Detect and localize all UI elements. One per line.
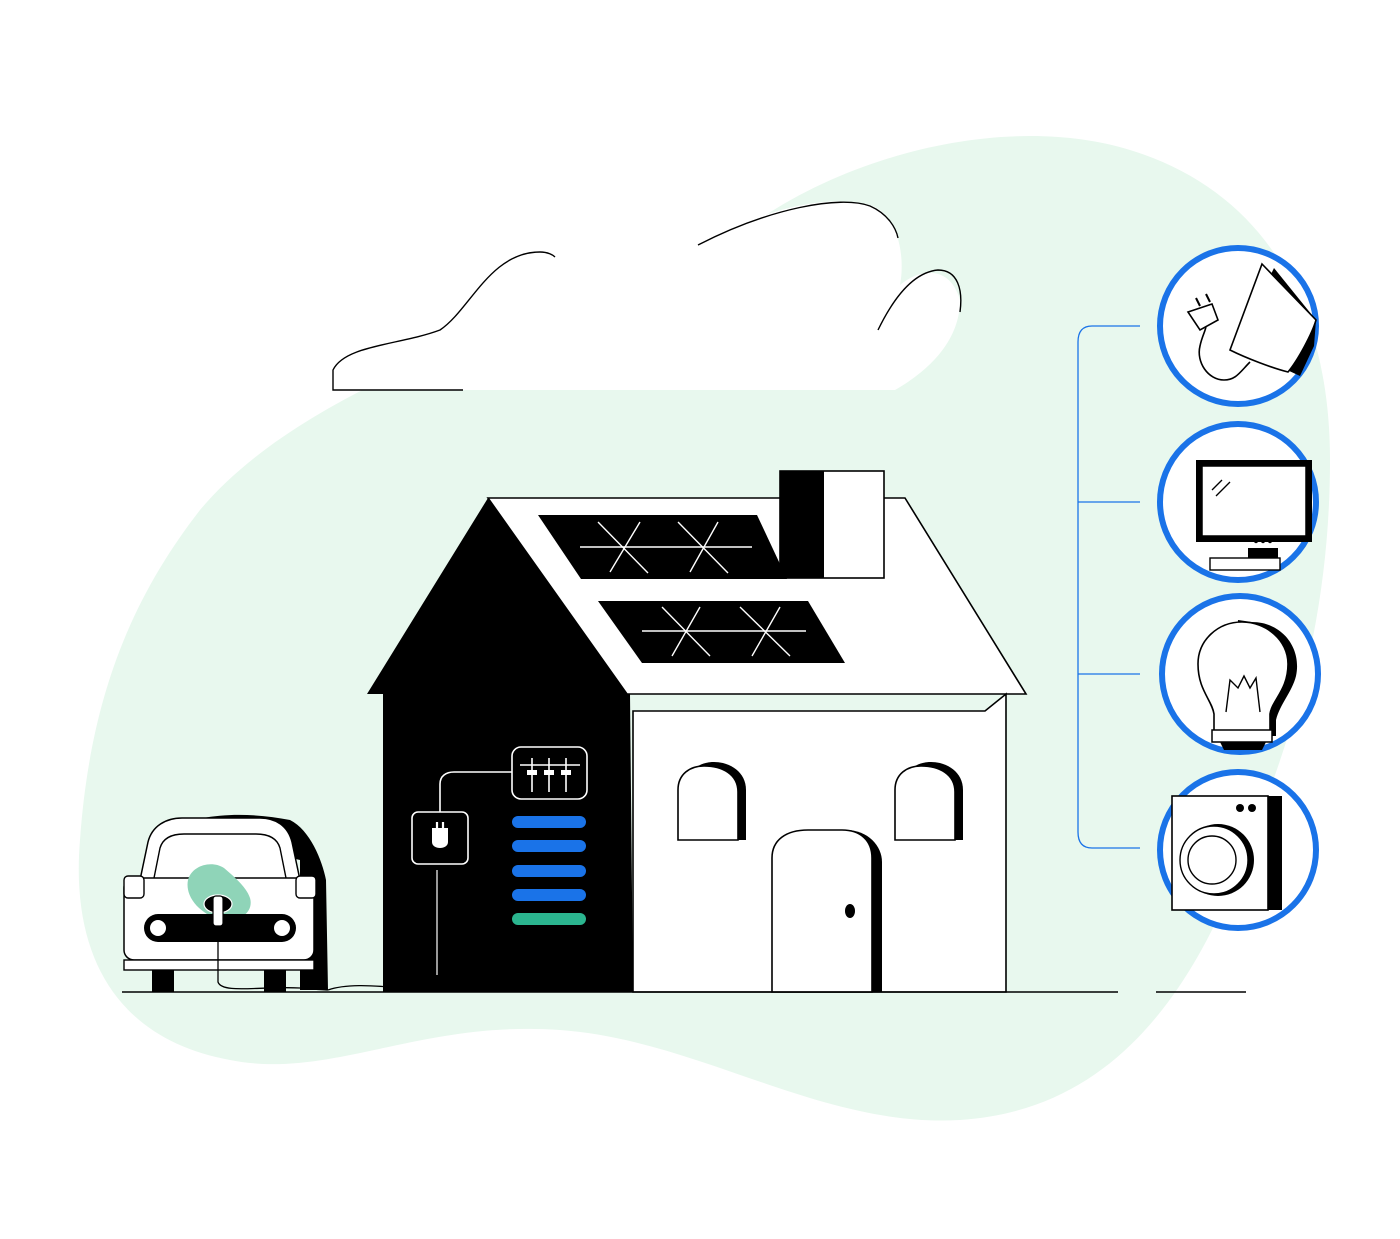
electric-car bbox=[123, 814, 329, 992]
window-right bbox=[894, 762, 963, 841]
charging-port-glow bbox=[187, 864, 251, 921]
light-bulb-icon bbox=[1197, 620, 1298, 750]
battery-level-1 bbox=[512, 816, 586, 828]
appliance-light-bulb bbox=[1159, 593, 1321, 755]
washing-machine-icon bbox=[1171, 795, 1282, 911]
appliance-phone-charger bbox=[1157, 245, 1319, 407]
chimney bbox=[779, 470, 885, 579]
appliance-washing-machine bbox=[1157, 769, 1319, 931]
window-left bbox=[677, 762, 746, 841]
door-knob bbox=[845, 904, 855, 918]
battery-level-5 bbox=[512, 913, 586, 925]
cloud bbox=[332, 201, 962, 391]
solar-panel-upper bbox=[538, 515, 787, 579]
wall-outlet bbox=[411, 771, 512, 866]
appliance-connector bbox=[1077, 325, 1140, 849]
battery-level-2 bbox=[512, 840, 586, 852]
breaker-panel bbox=[511, 746, 588, 800]
solar-panel-lower bbox=[598, 601, 845, 663]
tv-icon bbox=[1196, 460, 1312, 571]
battery-level-indicator bbox=[512, 816, 586, 925]
battery-level-3 bbox=[512, 865, 586, 877]
appliance-television bbox=[1157, 421, 1319, 583]
phone-charger-icon bbox=[1186, 262, 1317, 381]
battery-level-4 bbox=[512, 889, 586, 901]
front-door bbox=[771, 829, 882, 993]
charging-cable bbox=[327, 866, 441, 991]
